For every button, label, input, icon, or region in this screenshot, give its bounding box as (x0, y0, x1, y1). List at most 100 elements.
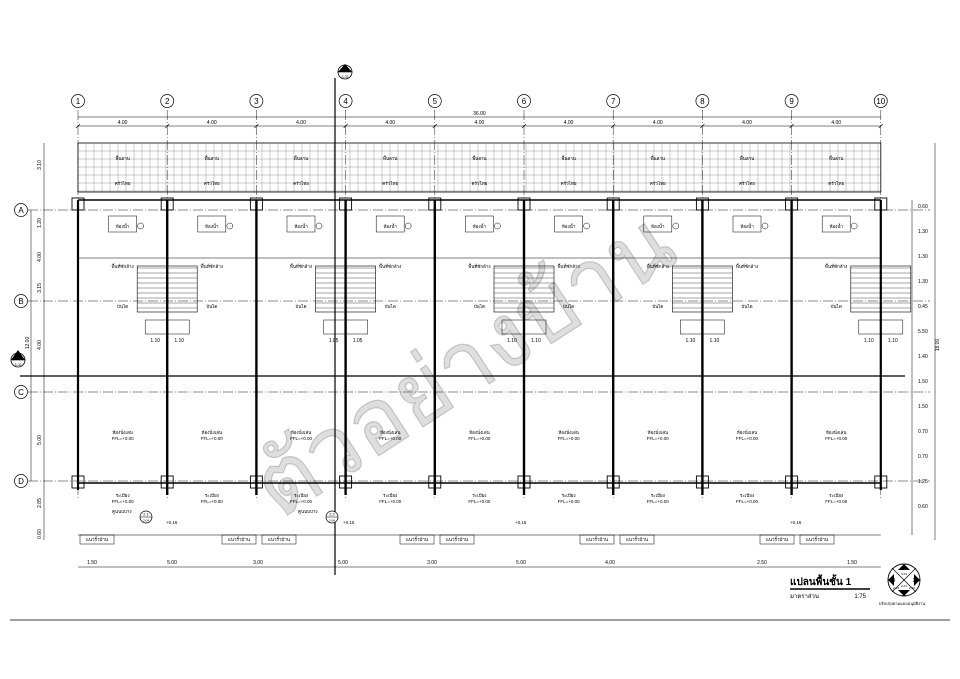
room-label-stairs: บันได (117, 304, 128, 309)
grid-bubble-label-8: 8 (700, 97, 705, 106)
detail-1-ref: 2-04 (143, 519, 149, 523)
dim-bay-width: 4.00 (118, 120, 128, 126)
floor-level-note: FFL=+0.00 (825, 499, 848, 504)
room-label-terrace: ระเบียง (829, 493, 843, 498)
grid-bubble-9 (784, 94, 799, 108)
room-label-kitchen: ครัวไทย (115, 181, 131, 186)
grid-bubble-2 (160, 94, 175, 108)
stair-width: 1.05 (329, 338, 339, 344)
stair-width: 1.10 (888, 338, 898, 344)
dim-right: 0.60 (918, 504, 928, 510)
floor-level-note: FFL=+0.00 (558, 499, 581, 504)
fence-label: แนวรั้วบ้าน (446, 536, 468, 542)
dim-left: 1.20 (37, 218, 43, 228)
grid-bubble-label-4: 4 (343, 97, 348, 106)
detail-1-number: 2.1 (143, 512, 149, 517)
section-marker-a[interactable]: A 3-02 (10, 350, 26, 368)
room-label-stairs: บันได (206, 304, 217, 309)
room-label-laundry: พื้นที่ซักล้าง (736, 263, 758, 269)
room-label-laundry: พื้นที่ซักล้าง (468, 263, 490, 269)
wc-fixture (672, 222, 680, 230)
scale-label: มาตราส่วน (790, 593, 819, 600)
room-label-laundry: พื้นที่ซักล้าง (825, 263, 847, 269)
wc-fixture (404, 222, 412, 230)
section-marker-b[interactable]: B 3-02 (337, 64, 353, 80)
room-label-bathroom: ห้องน้ำ (740, 223, 754, 229)
grid-bubble-label-10: 10 (876, 97, 885, 106)
dim-bottom: 3.00 (253, 560, 263, 566)
room-label-terrace: ระเบียง (116, 493, 130, 498)
dim-overall-depth: 18.00 (935, 339, 941, 352)
room-label-kitchen: ครัวไทย (204, 181, 220, 186)
canopy-label-2: คูนนบบาง (298, 509, 318, 515)
floor-level-note: FFL=+0.00 (290, 499, 313, 504)
dim-bottom: 2.50 (757, 560, 767, 566)
wc-fixture (494, 222, 501, 230)
dim-bay-width: 4.00 (207, 120, 217, 126)
bathroom-outline (465, 215, 494, 233)
dim-left: 12.00 (25, 337, 31, 350)
dim-left: 0.60 (37, 529, 43, 539)
room-label-kitchen: ครัวไทย (828, 181, 844, 186)
floor-level-note: FFL=+0.00 (825, 436, 848, 441)
room-label-kitchen: ครัวไทย (471, 181, 487, 186)
bathroom-outline (197, 215, 227, 233)
dim-overall-width: 36.00 (473, 111, 486, 117)
dim-tick (254, 123, 259, 129)
dim-tick (610, 123, 616, 129)
section-a-ref: 3-02 (14, 363, 21, 367)
floor-level-note: FFL=+0.00 (736, 436, 759, 441)
grid-bubble-label-A: A (18, 206, 24, 215)
level-mark-2: +0.15 (343, 520, 355, 525)
room-label-stairs: บันได (652, 304, 663, 309)
stair-width: 1.10 (174, 338, 184, 344)
drawing-title: แปลนพื้นชั้น 1 (790, 574, 852, 588)
stair-width: 1.10 (864, 338, 874, 344)
grid-bubble-label-C: C (18, 388, 24, 397)
room-label-laundry: พื้นที่ซักล้าง (111, 263, 133, 269)
fence-segment (759, 534, 795, 545)
grid-bubble-label-1: 1 (76, 97, 81, 106)
dim-right: 1.25 (918, 479, 928, 485)
stair-width: 1.10 (531, 338, 541, 344)
stair-width: 1.10 (150, 338, 160, 344)
section-a-letter: A (16, 354, 20, 360)
grid-bubble-label-9: 9 (789, 97, 794, 106)
dim-bottom: 3.00 (427, 560, 437, 566)
grid-bubble-7 (606, 94, 621, 108)
stair-width: 1.10 (507, 338, 517, 344)
room-label-kitchen: ครัวไทย (650, 181, 666, 186)
stair-width: 1.10 (710, 338, 720, 344)
compass-ref-left: 2-04 (893, 586, 899, 590)
level-mark-4: +0.15 (790, 520, 802, 525)
grid-bubble-3 (249, 94, 264, 108)
compass-top: 3 (903, 565, 906, 571)
room-label-garden: พื้นลาน (472, 155, 486, 161)
detail-marker-1[interactable]: 2.1 2-04 (139, 510, 153, 524)
bathroom-outline (375, 215, 405, 233)
dim-right: 1.50 (918, 404, 928, 410)
grid-bubble-label-3: 3 (254, 97, 259, 106)
room-label-terrace: ระเบียง (651, 493, 665, 498)
grid-bubble-5 (427, 94, 442, 108)
room-label-living: ห้องนั่งเล่น (469, 429, 490, 435)
room-label-garden: พื้นลาน (561, 155, 575, 161)
bathroom-outline (732, 215, 762, 233)
wc-fixture (850, 222, 858, 230)
detail-marker-2[interactable]: 2.2 2-04 (325, 510, 339, 524)
room-label-terrace: ระเบียง (205, 493, 219, 498)
level-mark-1: +0.15 (166, 520, 178, 525)
dim-right: 0.60 (918, 204, 928, 210)
room-label-garden: พื้นลาน (383, 155, 397, 161)
floor-level-note: FFL=+0.00 (290, 436, 313, 441)
dim-tick (432, 123, 438, 129)
room-label-living: ห้องนั่งเล่น (737, 429, 758, 435)
room-label-laundry: พื้นที่ซักล้าง (290, 263, 312, 269)
room-label-bathroom: ห้องน้ำ (562, 223, 576, 229)
compass-bottom: 1 (903, 590, 906, 596)
floor-level-note: FFL=+0.00 (201, 436, 224, 441)
dim-right: 5.50 (918, 329, 928, 335)
dim-bay-width: 4.00 (742, 120, 752, 126)
dim-left: 3.10 (37, 160, 43, 170)
